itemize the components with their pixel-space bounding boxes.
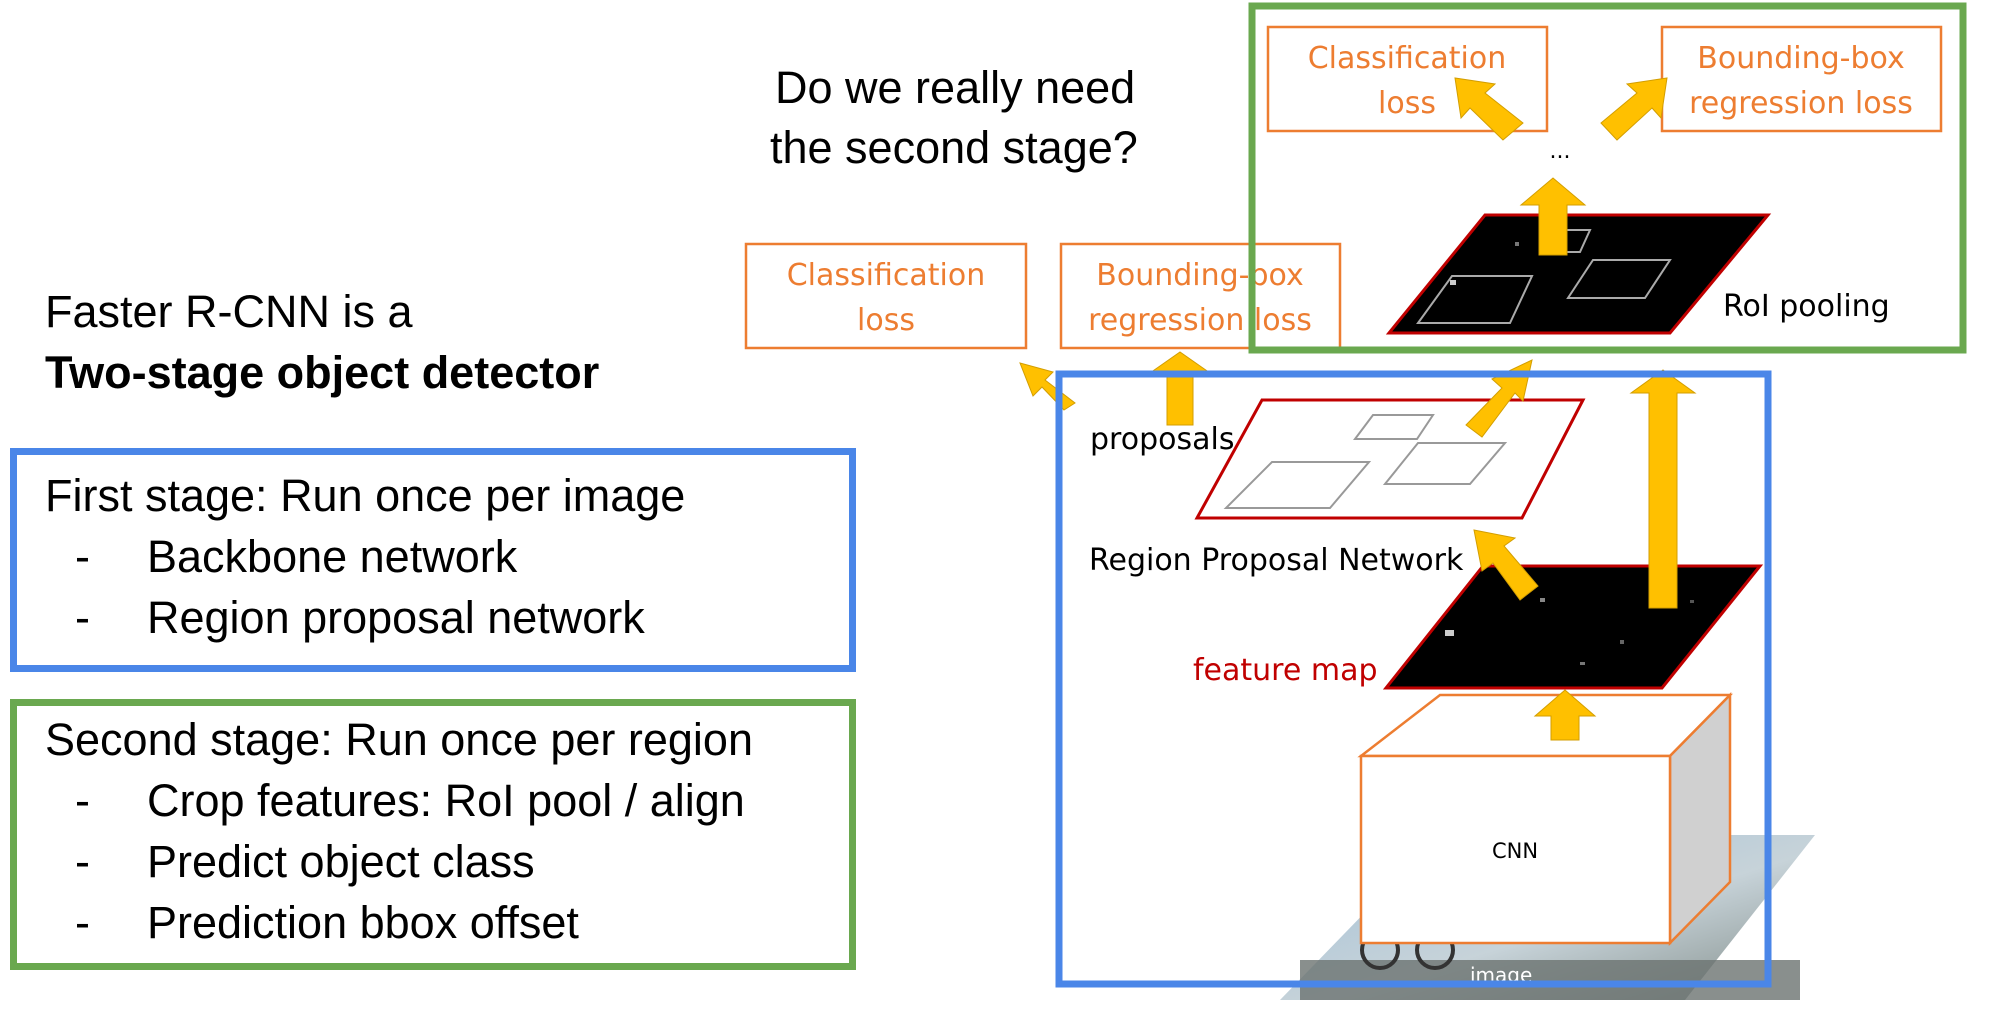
intro-line-2: Two-stage object detector: [45, 347, 600, 398]
bullet-dash: -: [75, 531, 90, 582]
arrow-diagonal-icon: [1019, 362, 1076, 411]
intro-line-1: Faster R-CNN is a: [45, 286, 413, 337]
second-stage-box: [10, 699, 856, 970]
rpn-cls-loss-line-2: loss: [857, 303, 915, 338]
list-item-text: Crop features: RoI pool / align: [147, 775, 745, 826]
list-item-text: Predict object class: [147, 836, 535, 887]
final-cls-loss-line-1: Classification: [1308, 41, 1507, 76]
rpn-bbox-loss-line-2: regression loss: [1088, 303, 1312, 338]
rpn-bbox-loss-box: [1059, 242, 1342, 350]
arrow-diagonal-icon: [1454, 77, 1524, 141]
cnn-box: CNN: [1357, 691, 1733, 947]
arrow-up-icon: [1629, 369, 1697, 609]
rpn-bbox-loss-line-1: Bounding-box: [1096, 258, 1303, 293]
question-line-1: Do we really need: [775, 62, 1136, 113]
rpn-label: Region Proposal Network: [1089, 543, 1464, 578]
list-item-text: Prediction bbox offset: [147, 897, 579, 948]
feature-map-label: feature map: [1193, 653, 1378, 688]
loss-boxes: Classification loss Classification loss …: [744, 25, 1943, 350]
arrow-diagonal-icon: [1600, 77, 1668, 141]
ellipsis: ...: [1550, 139, 1571, 164]
second-stage-heading: Second stage: Run once per region: [45, 714, 753, 765]
arrow-up-icon: [1533, 689, 1597, 741]
final-bbox-loss-line-1: Bounding-box: [1697, 41, 1904, 76]
cnn-label: CNN: [1492, 839, 1538, 863]
first-stage-heading: First stage: Run once per image: [45, 470, 686, 521]
list-item-text: Region proposal network: [147, 592, 645, 643]
bullet-dash: -: [75, 897, 90, 948]
bullet-dash: -: [75, 836, 90, 887]
bullet-dash: -: [75, 775, 90, 826]
arrow-diagonal-icon: [1473, 529, 1539, 601]
rpn-classification-loss-box: [744, 242, 1028, 350]
final-bbox-loss-line-2: regression loss: [1689, 86, 1913, 121]
roi-pooling-plane: RoI pooling ...: [1385, 139, 1890, 335]
first-stage-outline: [1055, 370, 1772, 988]
arrow-up-icon: [1519, 177, 1587, 256]
question-line-2: the second stage?: [770, 122, 1138, 173]
arrow-diagonal-icon: [1465, 359, 1533, 438]
final-cls-loss-line-2: loss: [1378, 86, 1436, 121]
first-stage-box: [10, 448, 856, 672]
rpn-cls-loss-line-1: Classification: [787, 258, 986, 293]
list-item-text: Backbone network: [147, 531, 518, 582]
proposals-label: proposals: [1090, 422, 1234, 457]
arrow-up-icon: [1148, 351, 1212, 426]
bullet-dash: -: [75, 592, 90, 643]
roi-pooling-label: RoI pooling: [1723, 289, 1890, 324]
second-stage-outline: [1248, 2, 1967, 354]
